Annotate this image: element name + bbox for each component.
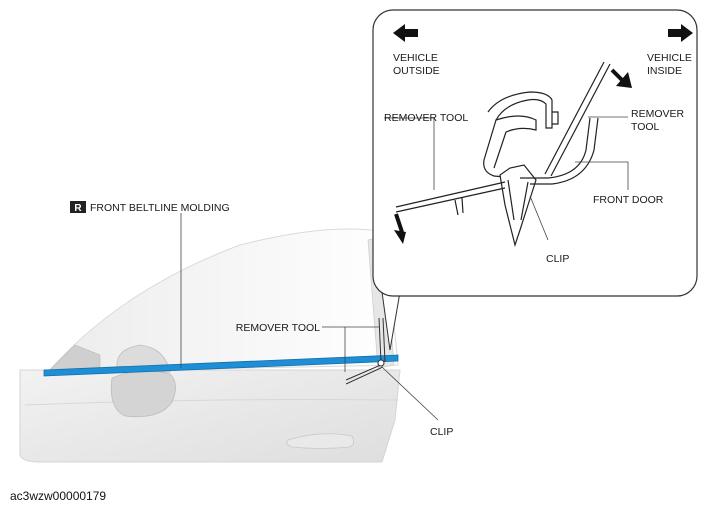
main-leader-lines <box>180 213 439 421</box>
vehicle-inside-label-1: VEHICLE <box>647 52 692 64</box>
remover-tool-detail-right-label-2: TOOL <box>631 121 660 133</box>
arrow-left-icon <box>393 24 418 42</box>
clip-main-marker <box>377 359 385 367</box>
front-beltline-molding-label: FRONT BELTLINE MOLDING <box>90 202 230 214</box>
badge-r-text: R <box>74 203 82 214</box>
pry-arrow-right-icon <box>610 68 632 88</box>
remover-tool-main <box>345 317 386 385</box>
front-door-label: FRONT DOOR <box>593 194 664 206</box>
vehicle-inside-label-2: INSIDE <box>647 65 682 77</box>
remover-tool-detail-right-label-1: REMOVER <box>631 108 685 120</box>
front-beltline-molding-strip <box>43 354 399 377</box>
remover-tool-detail-left-label: REMOVER TOOL <box>384 112 468 124</box>
arrow-right-icon <box>668 24 693 42</box>
reference-code: ac3wzw00000179 <box>10 489 107 503</box>
pry-arrow-left-icon <box>394 213 406 244</box>
remover-tool-main-label: REMOVER TOOL <box>236 322 320 334</box>
detail-callout <box>372 9 698 351</box>
detail-leader-lines <box>384 116 629 241</box>
vehicle-outside-label-2: OUTSIDE <box>393 65 440 77</box>
clip-detail-label: CLIP <box>546 253 569 265</box>
car-door-illustration <box>19 228 401 463</box>
cross-section-drawing <box>395 61 611 248</box>
vehicle-outside-label-1: VEHICLE <box>393 52 438 64</box>
badge-r: R <box>70 201 86 214</box>
clip-main-label: CLIP <box>430 426 453 438</box>
